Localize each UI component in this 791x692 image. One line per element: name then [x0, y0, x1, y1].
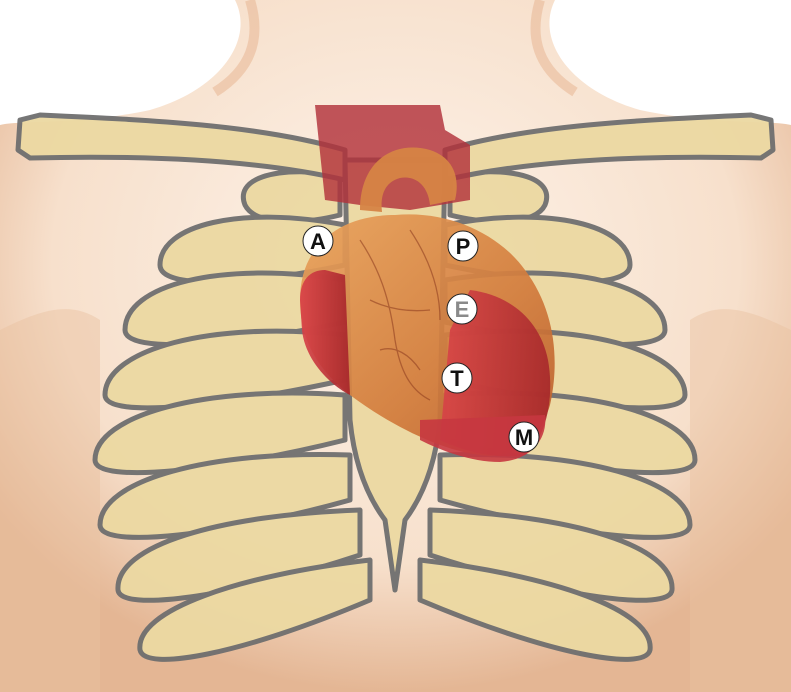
coronary-texture: [359, 229, 441, 401]
marker-tricuspid-circle: [441, 362, 473, 394]
neck-right-shadow: [530, 0, 578, 97]
marker-aortic-circle: [302, 225, 334, 257]
marker-pulmonic: P: [447, 230, 479, 262]
marker-aortic-label: A: [310, 229, 326, 254]
right-rib-8: [417, 557, 653, 662]
left-ventricle-wall: [440, 290, 551, 457]
coronary-line-1: [359, 239, 431, 401]
aortic-arch: [360, 147, 457, 212]
marker-mitral: M: [508, 421, 540, 453]
marker-tricuspid-label: T: [450, 366, 464, 391]
marker-aortic: A: [302, 225, 334, 257]
coronary-line-3: [369, 299, 431, 312]
neck-left-shadow: [212, 0, 260, 97]
heart: [300, 105, 555, 462]
marker-erbs-point-circle: [446, 293, 478, 325]
marker-erbs-point: E: [446, 293, 478, 325]
right-ventricle-wall: [300, 270, 350, 395]
left-rib-8: [137, 557, 373, 662]
marker-pulmonic-label: P: [456, 234, 471, 259]
armpit-right-shadow: [690, 309, 791, 692]
armpit-left-shadow: [0, 309, 100, 692]
marker-mitral-label: M: [515, 425, 533, 450]
coronary-line-2: [409, 229, 441, 321]
marker-pulmonic-circle: [447, 230, 479, 262]
coronary-line-4: [379, 348, 421, 371]
marker-tricuspid: T: [441, 362, 473, 394]
auscultation-points: A P E T M: [302, 225, 540, 453]
marker-erbs-point-label: E: [455, 297, 470, 322]
marker-mitral-circle: [508, 421, 540, 453]
